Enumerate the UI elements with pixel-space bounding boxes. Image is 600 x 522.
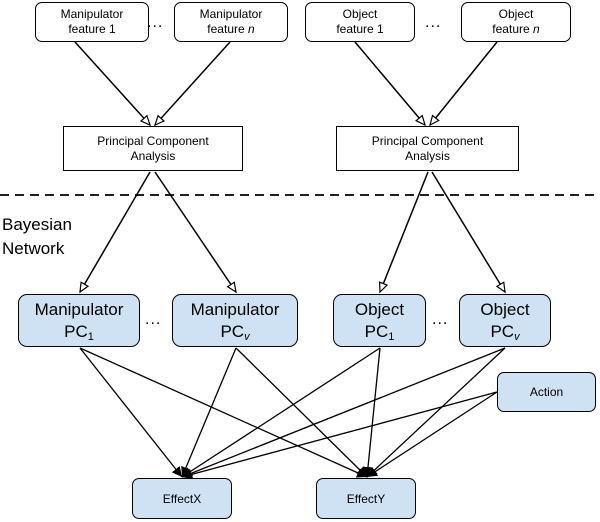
manipulator-pc1-node: Manipulator PC1 [18, 294, 140, 347]
manipulator-pcv-base: PC [220, 321, 245, 341]
manipulator-feature-n-var: n [248, 22, 255, 36]
edge-manip-pcv-to-effecty [235, 347, 368, 478]
pca-left-node: Principal Component Analysis [63, 126, 243, 171]
bayesian-network-label: Bayesian Network [2, 213, 72, 261]
object-feature-1-line2: feature 1 [336, 22, 384, 36]
manipulator-feature-n-line1: Manipulator [199, 7, 263, 21]
object-pcv-line1: Object [480, 299, 530, 319]
object-pc1-node: Object PC1 [333, 294, 426, 347]
edge-manip-pc1-to-effecty [79, 347, 368, 478]
edge-action-to-effecty [366, 391, 498, 478]
manipulator-pcv-node: Manipulator PCv [172, 294, 298, 347]
edge-object-pc1-to-effectx [181, 347, 381, 478]
manipulator-feature-n-prefix: feature [207, 22, 248, 36]
edge-object-pcv-to-effectx [181, 347, 506, 478]
manipulator-feature-1-node: Manipulator feature 1 [35, 2, 149, 42]
effectx-node: EffectX [132, 478, 232, 519]
edge-pca-left-to-manip-pcv [154, 171, 237, 294]
manipulator-pc1-sub: 1 [87, 330, 94, 343]
object-feature-n-line1: Object [498, 7, 534, 21]
object-pc1-sub: 1 [388, 330, 395, 343]
edge-manip-pc1-to-effectx [79, 347, 183, 478]
manipulator-pc1-line1: Manipulator [34, 299, 124, 319]
manipulator-pc1-line2: PC1 [64, 321, 94, 343]
edge-object-feature-1-to-pca [354, 41, 426, 127]
pca-right-line1: Principal Component [371, 133, 484, 148]
edge-pca-left-to-manip-pc1 [79, 171, 151, 294]
pca-left-line2: Analysis [130, 148, 176, 163]
edge-pca-right-to-object-pc1 [378, 171, 429, 294]
manipulator-pcv-line2: PCv [220, 321, 249, 343]
edge-action-to-effectx [181, 391, 498, 480]
pca-right-line2: Analysis [405, 148, 450, 163]
object-pcv-node: Object PCv [459, 294, 551, 347]
pca-left-line1: Principal Component [97, 133, 209, 148]
edge-object-pcv-to-effecty [366, 347, 506, 478]
bayesian-network-line2: Network [2, 239, 65, 258]
action-node: Action [497, 372, 596, 412]
edge-pca-right-to-object-pcv [431, 171, 506, 294]
object-feature-n-node: Object feature n [461, 2, 571, 42]
edge-manip-feature-n-to-pca [154, 41, 231, 127]
effecty-label: EffectY [346, 491, 386, 506]
edge-manip-pcv-to-effectx [181, 347, 237, 478]
object-feature-1-node: Object feature 1 [305, 2, 415, 42]
pca-right-node: Principal Component Analysis [336, 126, 519, 171]
object-pcv-line2: PCv [490, 321, 519, 343]
top-right-ellipsis: ... [425, 14, 442, 31]
object-pc1-base: PC [364, 321, 389, 341]
pc-right-ellipsis: ... [432, 311, 449, 328]
effecty-node: EffectY [316, 478, 416, 519]
manipulator-feature-1-line1: Manipulator [60, 7, 124, 21]
manipulator-feature-n-node: Manipulator feature n [174, 2, 288, 42]
edge-manip-feature-1-to-pca [74, 41, 151, 127]
edge-object-feature-n-to-pca [429, 41, 498, 127]
effectx-label: EffectX [162, 491, 202, 506]
object-pc1-line2: PC1 [365, 321, 395, 343]
manipulator-pc1-base: PC [64, 321, 88, 341]
top-left-ellipsis: ... [147, 14, 164, 31]
manipulator-pcv-sub: v [244, 330, 250, 343]
object-pc1-line1: Object [354, 299, 405, 319]
bayesian-network-line1: Bayesian [2, 215, 72, 234]
object-feature-n-line2: feature n [492, 22, 539, 37]
object-pcv-sub: v [514, 330, 520, 343]
object-feature-1-line1: Object [342, 7, 378, 21]
edge-object-pc1-to-effecty [363, 347, 381, 478]
object-feature-n-prefix: feature [492, 22, 533, 36]
object-pcv-base: PC [490, 321, 515, 341]
manipulator-feature-n-line2: feature n [207, 22, 254, 37]
action-label: Action [529, 385, 564, 399]
pc-left-ellipsis: ... [145, 311, 162, 328]
manipulator-feature-1-line2: feature 1 [68, 22, 116, 36]
manipulator-pcv-line1: Manipulator [190, 299, 280, 319]
object-feature-n-var: n [533, 22, 540, 36]
